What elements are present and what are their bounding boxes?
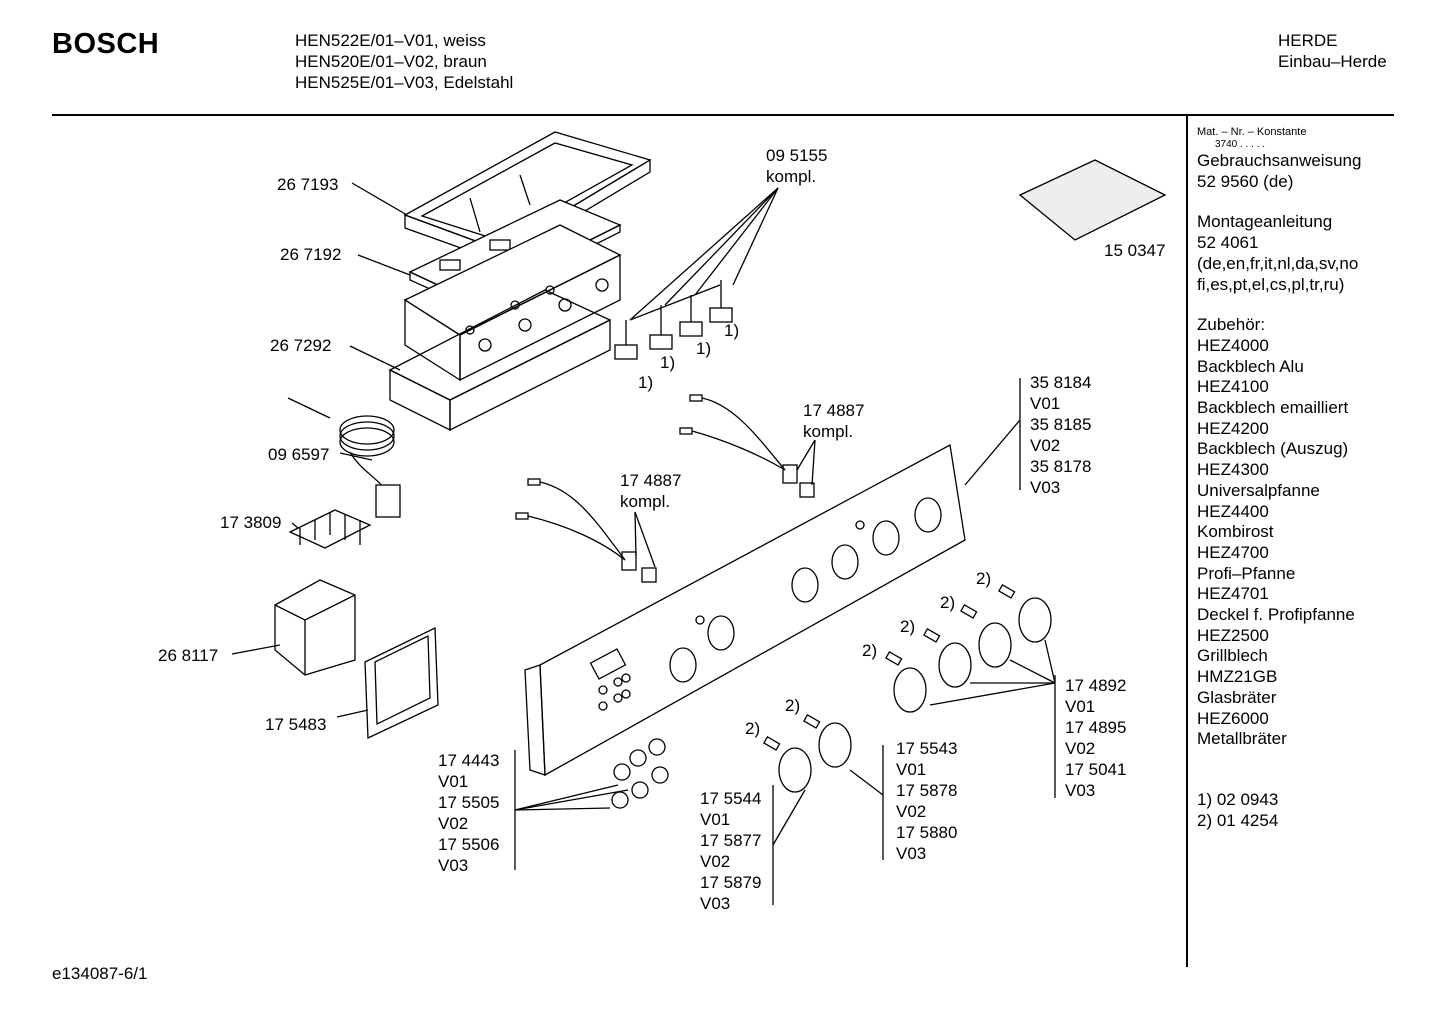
footnote-marker: 1) (724, 321, 740, 340)
sidebar-line: Backblech Alu (1197, 356, 1304, 376)
sidebar-line: Grillblech (1197, 646, 1268, 666)
footnote-marker: 2) (785, 696, 801, 715)
footnote-marker: 2) (976, 569, 992, 588)
sidebar-line: (de,en,fr,it,nl,da,sv,no (1197, 253, 1359, 273)
sidebar-line: Zubehör: (1197, 315, 1266, 335)
accessory-bag-part-150347 (1018, 159, 1167, 241)
sidebar-line: HEZ4300 (1197, 460, 1269, 480)
callout-173809: 17 3809 (220, 513, 282, 532)
small-knobs-part-174443 (611, 738, 669, 809)
callout-096597: 09 6597 (268, 445, 330, 464)
sidebar-line: Backblech (Auszug) (1197, 439, 1349, 459)
mat-value: 3740 . . . . . (1215, 139, 1266, 150)
callout-175544: 17 5544 V01 17 5877 V02 17 5879 V03 (700, 789, 762, 913)
footnote-marker: 1) (660, 353, 676, 372)
sidebar-line: HEZ2500 (1197, 625, 1269, 645)
sidebar-line: Glasbräter (1197, 687, 1277, 707)
sidebar-line: HEZ6000 (1197, 708, 1269, 728)
callout-268117: 26 8117 (158, 646, 219, 665)
sidebar-line: Profi–Pfanne (1197, 563, 1296, 583)
sidebar-line: HEZ4200 (1197, 418, 1269, 438)
knob-parts-175543 (763, 714, 852, 793)
sidebar: Mat. – Nr. – Konstante 3740 . . . . . Ge… (1197, 125, 1361, 831)
cable-part-174887 (515, 394, 815, 583)
footnote-marker: 1) (696, 339, 712, 358)
sidebar-line: fi,es,pt,el,cs,pl,tr,ru) (1197, 274, 1345, 294)
footnote-marker: 2) (745, 719, 761, 738)
category-block: HERDE Einbau–Herde (1278, 30, 1387, 72)
subcategory: Einbau–Herde (1278, 52, 1387, 71)
callout-358184: 35 8184 V01 35 8185 V02 35 8178 V03 (1030, 373, 1092, 497)
callout-095155: 09 5155 kompl. (766, 146, 828, 186)
leader-lines (231, 182, 1056, 905)
sidebar-line: Metallbräter (1197, 729, 1287, 749)
callout-175483: 17 5483 (265, 715, 327, 734)
footnote-marker: 2) (940, 593, 956, 612)
callout-150347: 15 0347 (1104, 241, 1166, 260)
callout-174443: 17 4443 V01 17 5505 V02 17 5506 V03 (438, 751, 500, 875)
sidebar-line: Universalpfanne (1197, 480, 1320, 500)
sidebar-line: Deckel f. Profipfanne (1197, 605, 1355, 625)
sidebar-line: HEZ4100 (1197, 377, 1269, 397)
footnote-marker: 2) (900, 617, 916, 636)
document-id: e134087-6/1 (52, 964, 148, 983)
sidebar-line: Montageanleitung (1197, 212, 1333, 232)
sidebar-line: HEZ4400 (1197, 501, 1269, 521)
model-line: HEN525E/01–V03, Edelstahl (295, 73, 514, 92)
sidebar-divider (1186, 116, 1188, 967)
terminal-block-part-173809 (288, 509, 372, 549)
model-line: HEN520E/01–V02, braun (295, 52, 487, 71)
knob-parts-174892 (885, 584, 1052, 713)
switch-block-part-267292 (388, 224, 622, 432)
model-list: HEN522E/01–V01, weiss HEN520E/01–V02, br… (295, 30, 513, 93)
callout-174892: 17 4892 V01 17 4895 V02 17 5041 V03 (1065, 676, 1127, 800)
callout-267193: 26 7193 (277, 175, 339, 194)
sidebar-line: HMZ21GB (1197, 667, 1278, 687)
category: HERDE (1278, 31, 1338, 50)
sidebar-line: HEZ4000 (1197, 335, 1269, 355)
mat-label: Mat. – Nr. – Konstante (1197, 126, 1307, 138)
header-divider (52, 114, 1394, 116)
note-line: 1) 02 0943 (1197, 789, 1279, 809)
callout-175543: 17 5543 V01 17 5878 V02 17 5880 V03 (896, 739, 958, 863)
sidebar-line: Backblech emailliert (1197, 398, 1349, 418)
sidebar-line: 52 9560 (de) (1197, 171, 1294, 191)
model-line: HEN522E/01–V01, weiss (295, 31, 486, 50)
footnote-marker: 2) (862, 641, 878, 660)
control-panel-part-358184 (524, 443, 966, 777)
callout-267292: 26 7292 (270, 336, 332, 355)
sidebar-line: HEZ4700 (1197, 542, 1269, 562)
callout-174887-upper: 17 4887 kompl. (803, 401, 865, 441)
callout-174887-lower: 17 4887 kompl. (620, 471, 682, 511)
sidebar-line: Kombirost (1197, 522, 1274, 542)
switch-contacts-part-095155 (614, 280, 733, 360)
brand-logo: BOSCH (52, 28, 160, 60)
sidebar-line: Gebrauchsanweisung (1197, 151, 1362, 170)
sidebar-line: 52 4061 (1197, 233, 1259, 253)
note-line: 2) 01 4254 (1197, 810, 1279, 830)
footnote-marker: 1) (638, 373, 654, 392)
relay-part-268117 (274, 579, 356, 676)
sidebar-line: HEZ4701 (1197, 584, 1269, 604)
callout-267192: 26 7192 (280, 245, 342, 264)
frame-part-175483 (364, 626, 439, 740)
